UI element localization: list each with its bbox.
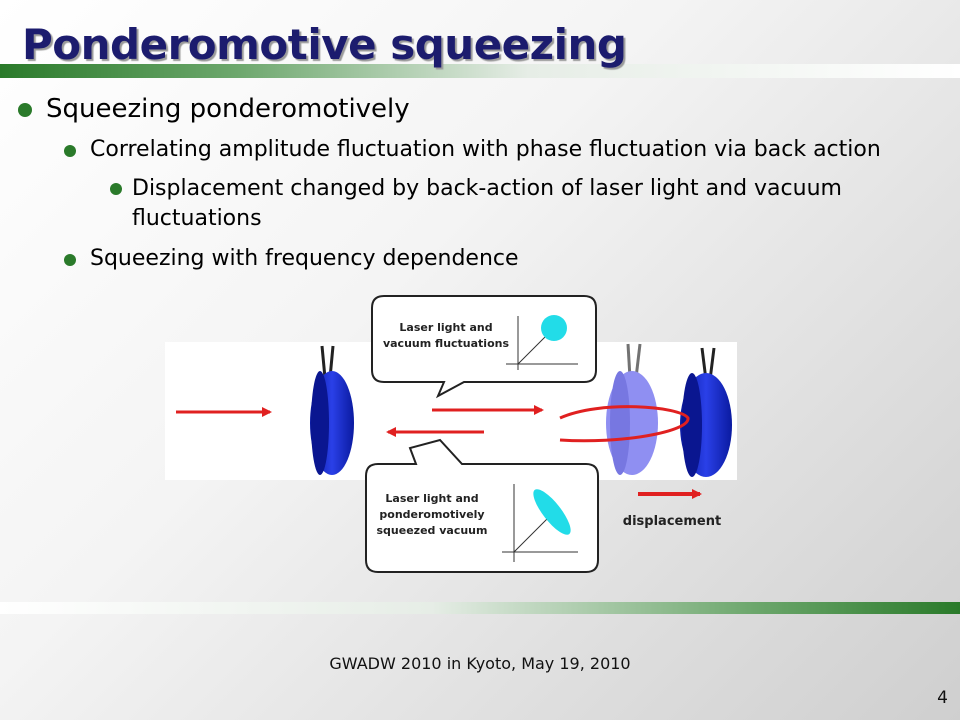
- swirl-beam: [559, 405, 690, 443]
- bullet-dot-icon: [64, 254, 76, 266]
- bullet-text: Correlating amplitude fluctuation with p…: [90, 137, 881, 162]
- end-mirror: [680, 347, 732, 477]
- slide-footer: GWADW 2010 in Kyoto, May 19, 2010: [329, 654, 631, 673]
- bullet-level2-correlating: Correlating amplitude fluctuation with p…: [64, 137, 881, 162]
- callout-bottom-line3: squeezed vacuum: [377, 524, 488, 537]
- end-mirror-ghost: [606, 343, 658, 475]
- bullet-level1-squeezing: Squeezing ponderomotively: [18, 94, 410, 124]
- bullet-dot-icon: [110, 183, 122, 195]
- top-accent-bar: [0, 64, 960, 78]
- bullet-text: Squeezing ponderomotively: [46, 94, 410, 124]
- slide-title: Ponderomotive squeezing: [22, 20, 627, 69]
- input-mirror: [310, 345, 354, 475]
- callout-top: Laser light and vacuum fluctuations: [371, 295, 597, 399]
- displacement-label: displacement: [623, 514, 721, 529]
- callout-top-line1: Laser light and: [399, 321, 492, 334]
- callout-top-line2: vacuum fluctuations: [383, 337, 510, 350]
- callout-bottom-line1: Laser light and: [385, 492, 478, 505]
- bullet-text: Squeezing with frequency dependence: [90, 246, 519, 271]
- squeezed-vacuum-ellipse-icon: [533, 489, 571, 535]
- callout-bottom-line2: ponderomotively: [379, 508, 484, 521]
- bullet-level2-frequency: Squeezing with frequency dependence: [64, 246, 519, 271]
- bullet-dot-icon: [18, 103, 32, 117]
- bullet-text: Displacement changed by back-action of l…: [132, 176, 842, 231]
- page-number: 4: [937, 688, 948, 708]
- vacuum-fluctuation-circle-icon: [541, 315, 567, 341]
- bullet-dot-icon: [64, 145, 76, 157]
- bullet-level3-displacement: Displacement changed by back-action of l…: [110, 174, 912, 234]
- bottom-accent-bar: [0, 602, 960, 614]
- callout-bottom: Laser light and ponderomotively squeezed…: [365, 438, 599, 573]
